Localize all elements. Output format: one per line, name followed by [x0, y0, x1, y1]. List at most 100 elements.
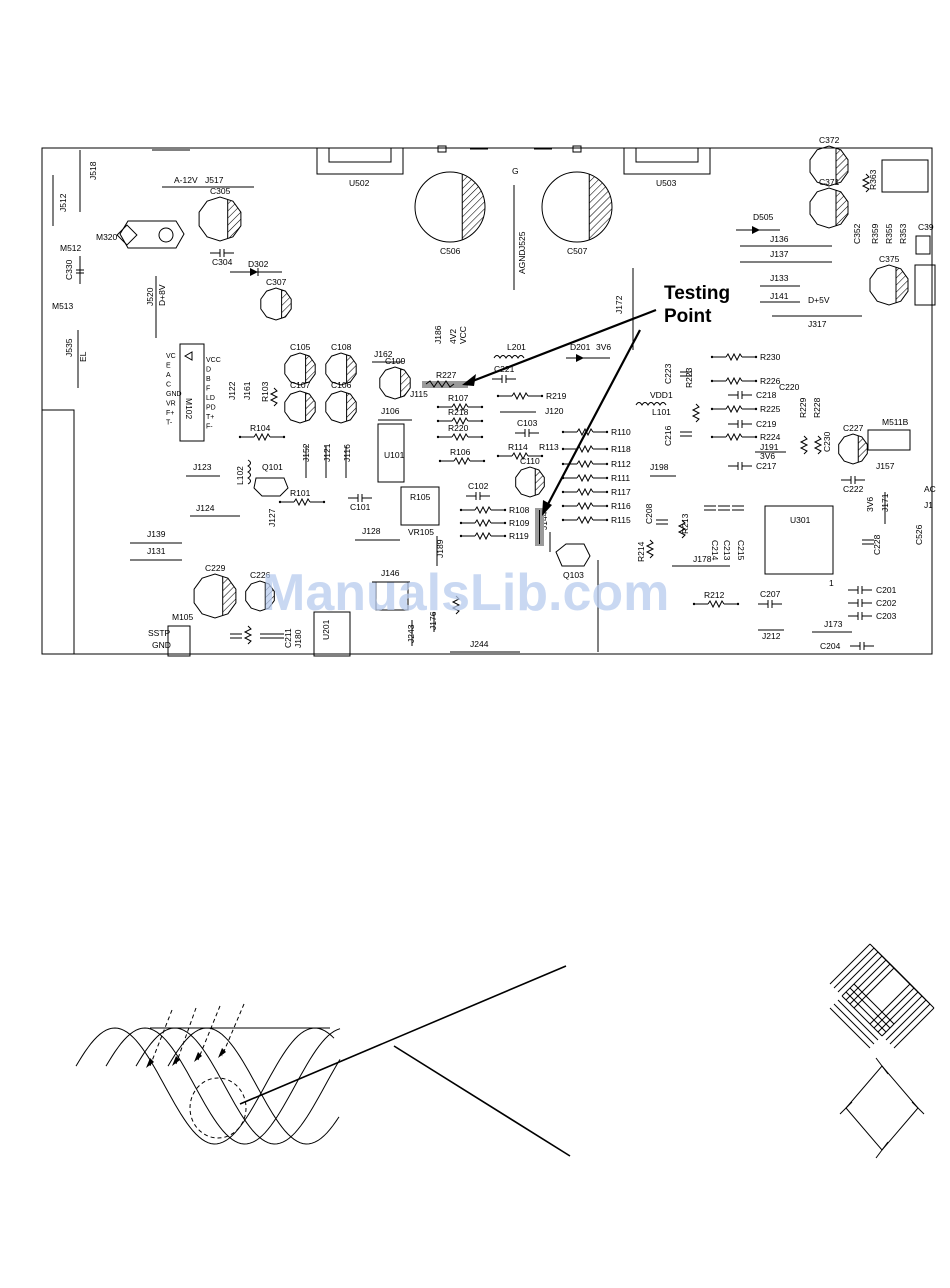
board-label: R227: [436, 370, 457, 380]
board-label: R355: [884, 223, 894, 244]
board-label: U101: [384, 450, 405, 460]
board-label: J512: [58, 193, 68, 212]
capacitor-label: C107: [290, 380, 311, 390]
board-label: L201: [507, 342, 526, 352]
board-label: R363: [868, 169, 878, 190]
capacitor-c106: C106: [325, 380, 357, 424]
m102-pin: B: [206, 376, 211, 383]
board-label: J525: [517, 231, 527, 250]
board-label: G: [512, 166, 519, 176]
capacitor-label: C375: [879, 254, 900, 264]
resistor-label: R117: [611, 487, 631, 497]
r227-highlight: [422, 381, 468, 388]
capacitor-label: C201: [876, 585, 897, 595]
board-label: J127: [267, 508, 277, 527]
board-label: C214: [710, 540, 720, 561]
m102-pin: VR: [166, 401, 176, 408]
board-label: D+5V: [808, 295, 830, 305]
resistor-r119: R119: [459, 531, 529, 541]
m102-pin: F+: [166, 410, 174, 417]
resistor-label: R104: [250, 423, 271, 433]
board-label: SSTP: [148, 628, 171, 638]
capacitor-label: C203: [876, 611, 897, 621]
board-label: M320: [96, 232, 118, 242]
resistor-label: R225: [760, 404, 781, 414]
capacitor-c110: C110: [515, 456, 545, 498]
m102-pin: T-: [166, 420, 173, 427]
capacitor-c307: C307: [260, 277, 292, 321]
resistor-r219: R219: [496, 391, 567, 401]
board-label: M105: [172, 612, 194, 622]
board-label: J173: [824, 619, 843, 629]
capacitor-label: C218: [756, 390, 777, 400]
board-label: L102: [235, 466, 245, 485]
board-label: L101: [652, 407, 671, 417]
board-label: D201: [570, 342, 591, 352]
board-label: J191: [760, 442, 779, 452]
board-label: C39: [918, 222, 934, 232]
board-label: J172: [614, 295, 624, 314]
board-label: J139: [147, 529, 166, 539]
waveform-curve: [135, 1027, 341, 1145]
resistor-label: R116: [611, 501, 631, 511]
capacitor-c105: C105: [284, 342, 316, 386]
testing-point-label-line1: Testing: [664, 283, 730, 304]
m102-pin: C: [166, 382, 171, 389]
board-cutout: [42, 409, 75, 654]
m102-pin: GND: [166, 391, 182, 398]
board-label: C211: [283, 628, 293, 648]
capacitor-label: C109: [385, 356, 406, 366]
board-label: C526: [914, 524, 924, 545]
capacitor-c227: C227: [838, 423, 868, 465]
board-label: M511B: [882, 417, 909, 427]
resistor-label: R226: [760, 376, 781, 386]
capacitor-c222: C222: [841, 476, 865, 494]
board-label: 4V2: [448, 329, 458, 344]
capacitor-c202: C202: [848, 598, 897, 608]
board-label: J121: [322, 443, 332, 462]
board-label: C330: [64, 259, 74, 280]
board-label: VR105: [408, 527, 434, 537]
capacitor-label: C304: [212, 257, 233, 267]
board-label: M512: [60, 243, 82, 253]
board-label: R105: [410, 492, 431, 502]
board-label: C208: [644, 503, 654, 524]
regulator-label: U502: [349, 178, 370, 188]
board-label: C213: [722, 540, 732, 561]
m102-ic: [179, 343, 205, 442]
capacitor-label: C207: [760, 589, 781, 599]
resistor-label: R111: [611, 473, 630, 483]
board-label: J157: [876, 461, 895, 471]
board-label: J162: [374, 349, 393, 359]
board-label: EL: [78, 351, 88, 362]
waveform-illustration: [75, 965, 571, 1157]
capacitor-c101: C101: [348, 494, 372, 512]
board-label: 3V6: [760, 451, 775, 461]
capacitor-c102: C102: [466, 481, 490, 500]
capacitor-label: C202: [876, 598, 897, 608]
resistor-label: R115: [611, 515, 631, 525]
resistor-label: R101: [290, 488, 311, 498]
resistor-label: R224: [760, 432, 781, 442]
board-label: Q101: [262, 462, 283, 472]
capacitor-c305: C305: [198, 186, 242, 242]
board-label: J106: [381, 406, 400, 416]
capacitor-c103: C103: [515, 418, 539, 437]
board-label: 3V6: [865, 497, 875, 512]
board-label: GND: [152, 640, 171, 650]
capacitor-label: C222: [843, 484, 864, 494]
board-label: J243: [406, 624, 416, 643]
regulator-label: U503: [656, 178, 677, 188]
capacitor-label: C106: [331, 380, 352, 390]
capacitor-label: C227: [843, 423, 864, 433]
board-label: AC: [924, 484, 936, 494]
board-label: J122: [227, 381, 237, 400]
board-label: R214: [636, 541, 646, 562]
board-label: VCC: [458, 326, 468, 344]
capacitor-label: C507: [567, 246, 588, 256]
board-label: J115: [410, 389, 428, 399]
waveform-curve: [75, 1027, 335, 1145]
board-label: J137: [770, 249, 789, 259]
resistor-r116: R116: [561, 501, 631, 511]
